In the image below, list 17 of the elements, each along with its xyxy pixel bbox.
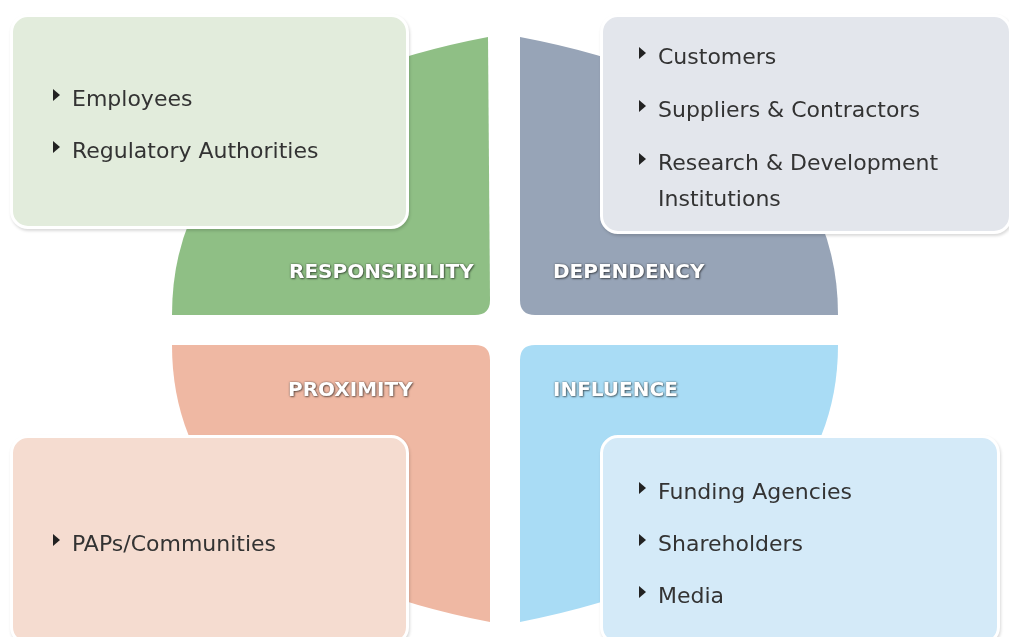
quadrant-heading: INFLUENCE [553,377,678,401]
list-item: Research & Development Institutions [658,149,940,213]
list-item: Regulatory Authorities [72,137,319,165]
list-item: Funding Agencies [658,478,852,506]
stakeholder-card [600,14,1009,234]
quadrant-heading: RESPONSIBILITY [289,259,474,283]
list-item: Suppliers & Contractors [658,96,920,124]
stakeholder-card [10,435,409,637]
quadrant-heading: PROXIMITY [288,377,413,401]
list-item: Employees [72,85,193,113]
quadrant-heading: DEPENDENCY [553,259,705,283]
stakeholder-card [600,435,1000,637]
list-item: Media [658,582,725,610]
stakeholder-card [10,14,409,229]
list-item: PAPs/Communities [72,530,277,558]
list-item: Customers [658,43,777,71]
list-item: Shareholders [658,530,803,558]
